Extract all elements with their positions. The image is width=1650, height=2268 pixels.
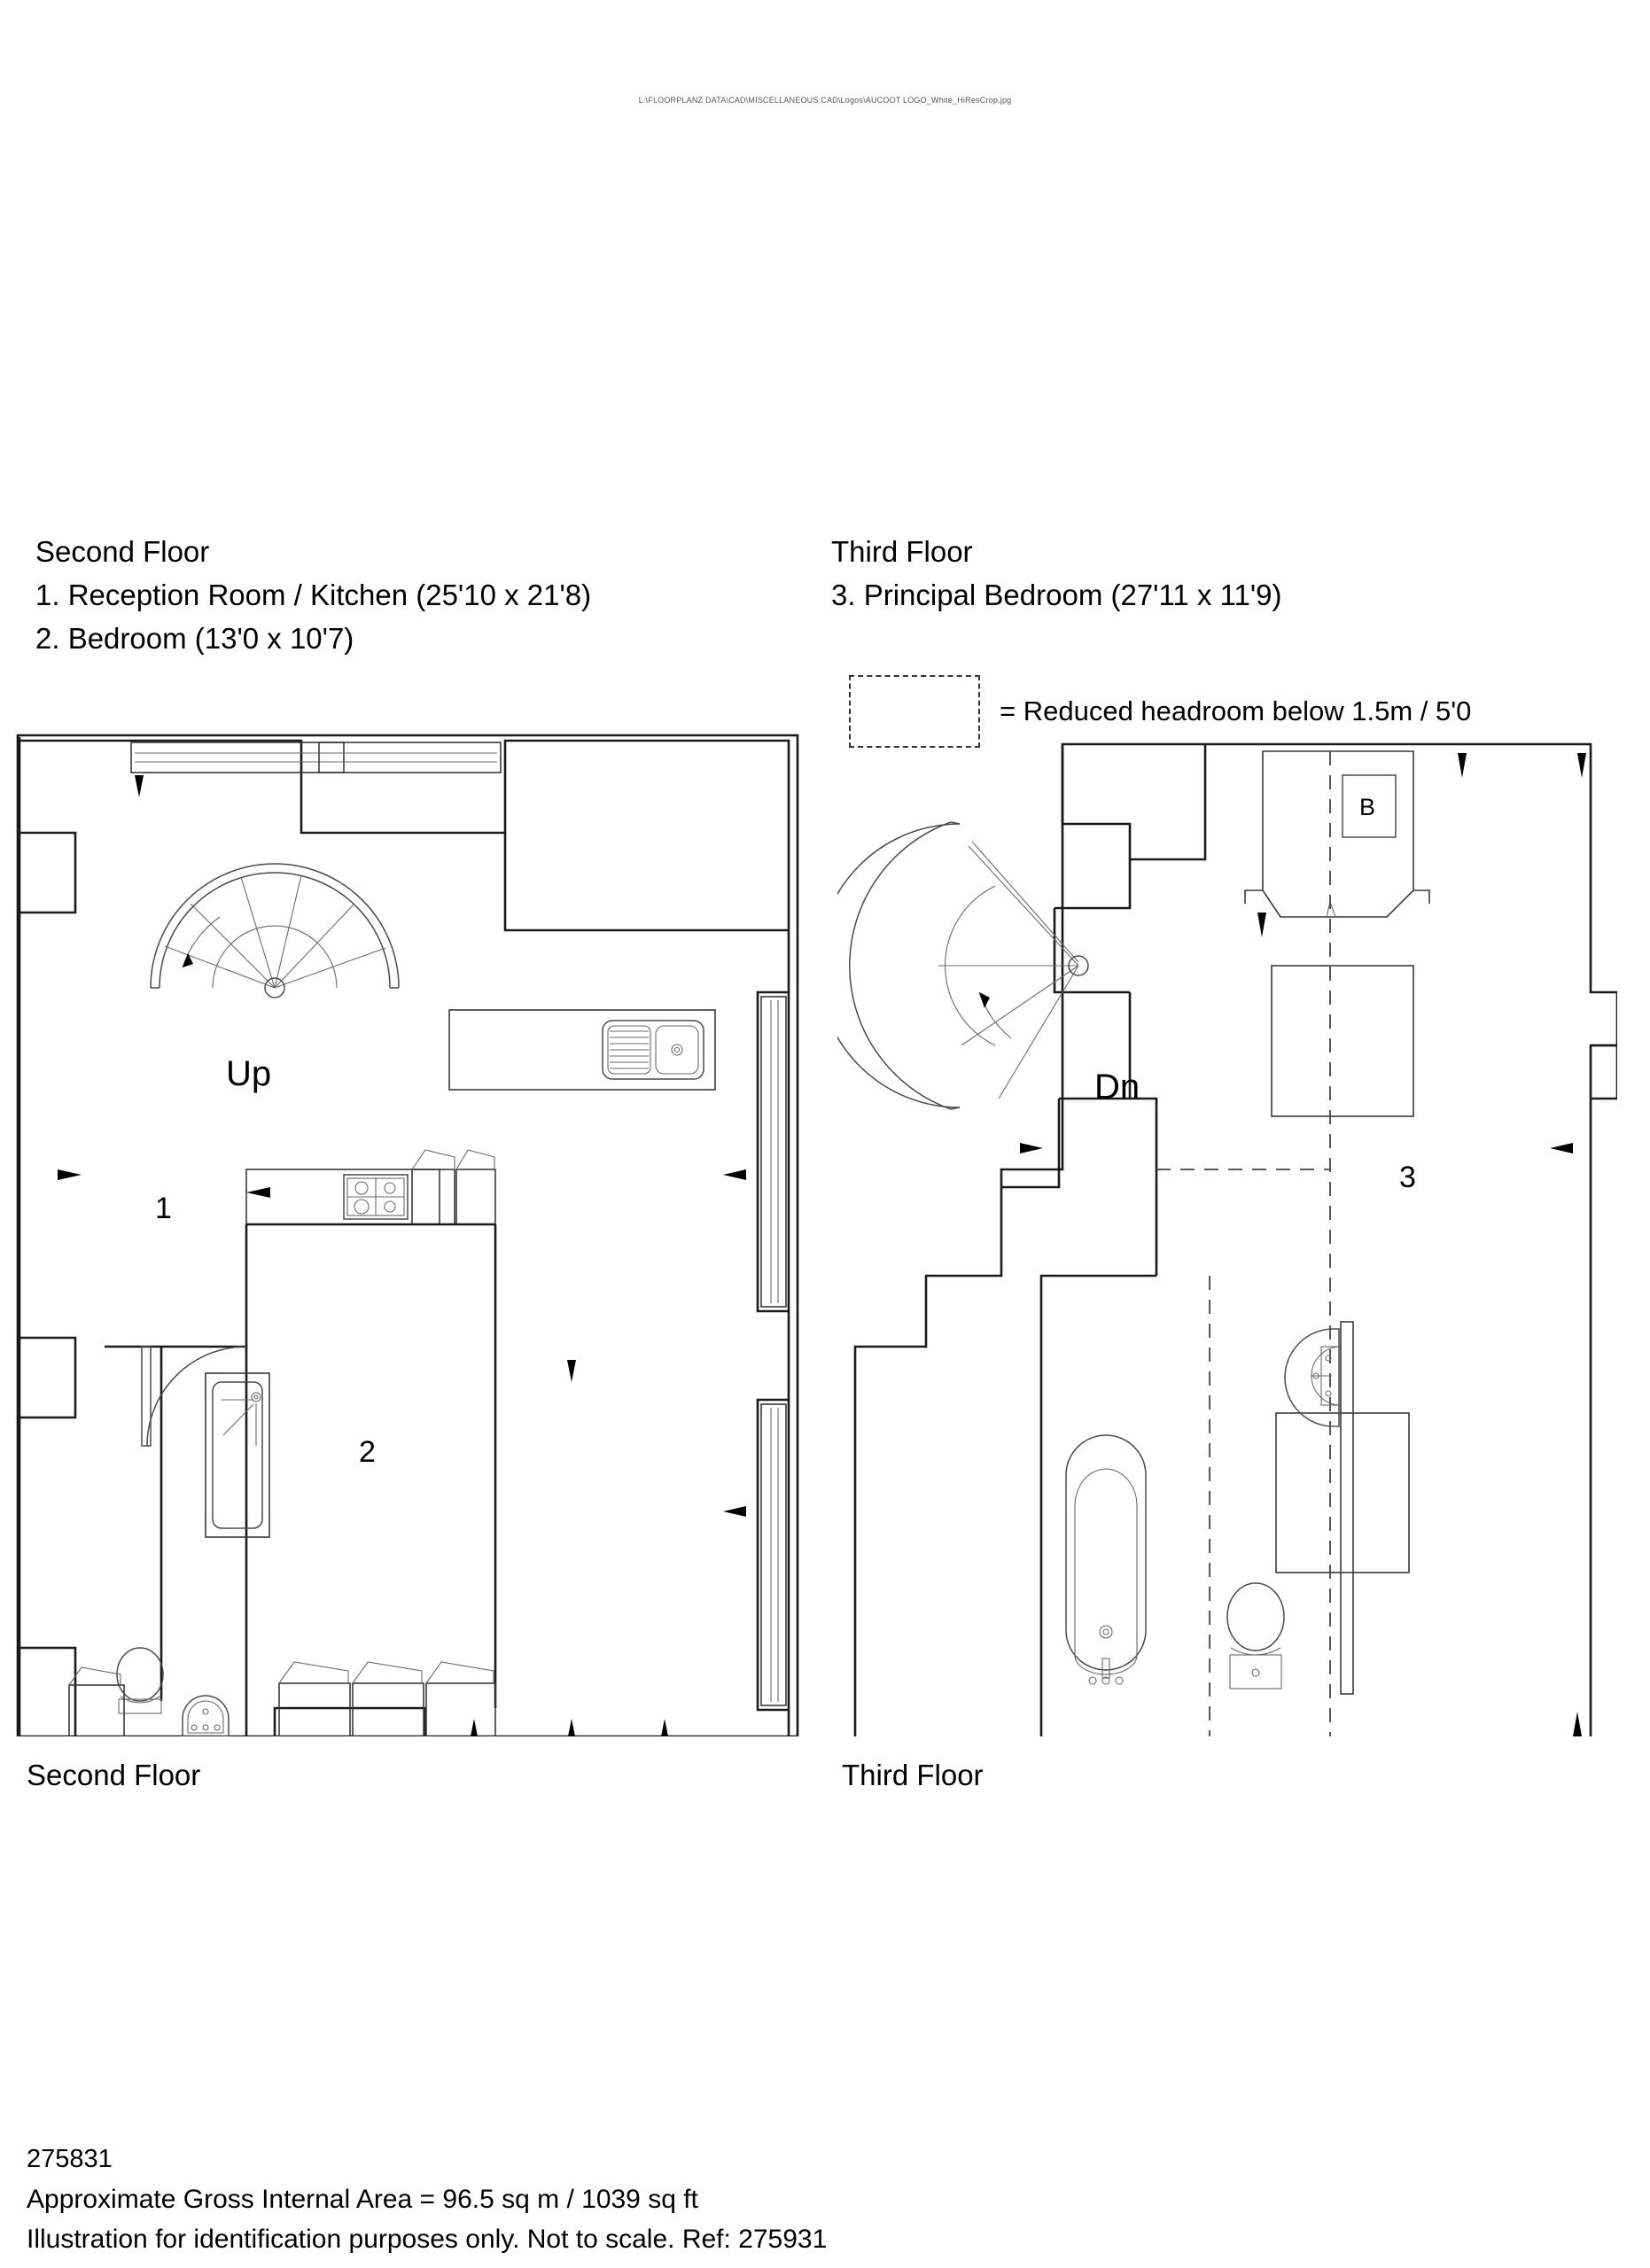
wash-basin-second-floor	[182, 1695, 230, 1736]
toilet-third-floor	[1226, 1582, 1285, 1689]
boiler-label: B	[1359, 794, 1375, 820]
wash-basin-third-floor	[1284, 1321, 1354, 1695]
legend-second-room-1: 1. Reception Room / Kitchen (25'10 x 21'…	[35, 579, 592, 611]
legend-second-floor: Second Floor 1. Reception Room / Kitchen…	[35, 530, 591, 660]
legend-second-room-2: 2. Bedroom (13'0 x 10'7)	[35, 622, 354, 655]
furniture-block-lower	[1275, 1412, 1410, 1573]
staircase-down-label: Dn	[1094, 1068, 1140, 1107]
reduced-headroom-label: = Reduced headroom below 1.5m / 5'0	[1000, 695, 1472, 726]
door-swing-bedroom-2	[141, 1346, 247, 1447]
footer-disclaimer: Illustration for identification purposes…	[27, 2225, 828, 2254]
footer-area-line: Approximate Gross Internal Area = 96.5 s…	[27, 2185, 698, 2214]
caption-second-floor: Second Floor	[27, 1759, 201, 1791]
staircase-up-label: Up	[226, 1054, 271, 1093]
boiler-box	[1342, 774, 1397, 838]
legend-third-floor: Third Floor 3. Principal Bedroom (27'11 …	[831, 530, 1281, 617]
staircase-up: Up	[150, 863, 400, 1093]
legend-third-title: Third Floor	[831, 535, 973, 568]
second-floor-partition	[105, 1223, 497, 1736]
alcove-recess-boiler: B	[1244, 750, 1430, 918]
legend-third-room-3: 3. Principal Bedroom (27'11 x 11'9)	[831, 579, 1282, 611]
watermark-file-path: L:\FLOORPLANZ DATA\CAD\MISCELLANEOUS CAD…	[638, 96, 1012, 105]
second-floor-walls	[16, 734, 799, 1736]
room-number-2: 2	[359, 1435, 376, 1469]
third-floor-walls	[853, 742, 1617, 1736]
footer-reference-number: 275831	[27, 2145, 113, 2173]
reduced-headroom-swatch	[849, 675, 980, 748]
kitchen-worktop-sink	[448, 1009, 716, 1091]
reduced-headroom-key: = Reduced headroom below 1.5m / 5'0	[849, 675, 1471, 748]
bedroom-furniture-blocks	[1271, 965, 1414, 1573]
third-floor-right-recess	[1591, 1044, 1617, 1100]
window-group-second-right	[760, 996, 787, 1706]
staircase-down: Dn	[837, 821, 1140, 1110]
second-floor-plan-drawing: Up	[16, 734, 799, 1736]
room-number-3: 3	[1399, 1161, 1416, 1194]
kitchen-units-right	[411, 1149, 496, 1225]
view-direction-arrows-third	[1020, 753, 1586, 1736]
furniture-block-upper	[1271, 965, 1414, 1117]
legend-second-title: Second Floor	[35, 535, 210, 568]
bathtub	[1065, 1434, 1147, 1685]
third-floor-plan-drawing: B Dn	[837, 742, 1617, 1736]
kitchen-hob-run	[245, 1169, 440, 1225]
window-group-second-top	[130, 742, 502, 773]
caption-third-floor: Third Floor	[842, 1759, 984, 1791]
reduced-headroom-boundaries	[1156, 751, 1331, 1736]
view-direction-arrows-second	[58, 775, 746, 1736]
built-in-cupboards-bedroom-2	[278, 1661, 496, 1736]
base-unit-lower-left	[68, 1666, 125, 1736]
room-number-1: 1	[155, 1192, 172, 1225]
shower-enclosure	[205, 1372, 270, 1538]
footer-block: 275831 Approximate Gross Internal Area =…	[27, 2140, 827, 2259]
